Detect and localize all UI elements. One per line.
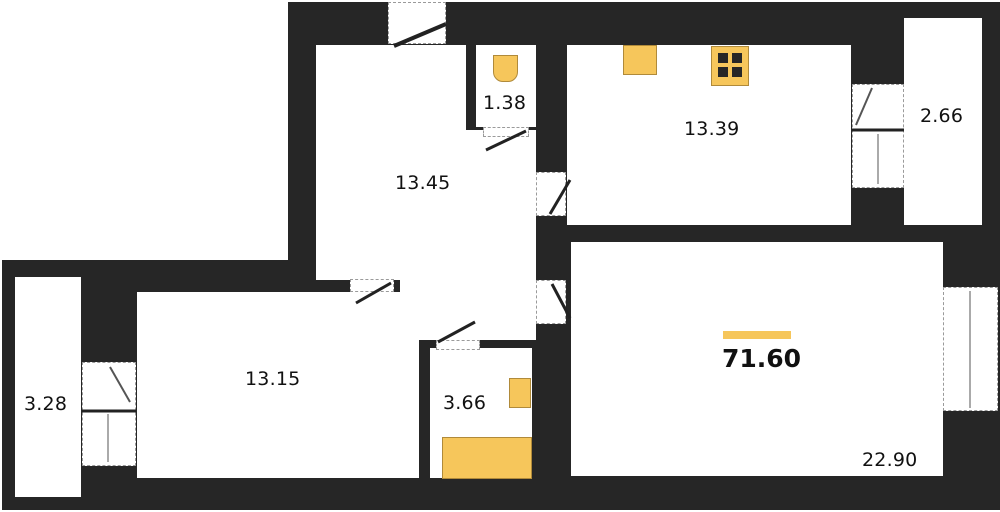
room-loggia-right: [904, 18, 982, 225]
living-area-label: 22.90: [862, 449, 918, 471]
room-balcony-left: [15, 277, 81, 497]
toilet-area-label: 1.38: [483, 92, 527, 114]
balcony-left-area-label: 3.28: [24, 393, 68, 415]
sink-icon: [623, 45, 657, 75]
toilet-icon: [493, 55, 518, 82]
stove-icon: [711, 46, 749, 86]
room-hallway-corridor-b: [400, 280, 536, 340]
room-living: [571, 242, 943, 476]
room-bedroom: [137, 292, 419, 478]
loggia-right-area-label: 2.66: [920, 105, 964, 127]
bedroom-balcony-door[interactable]: [82, 362, 136, 466]
bathroom-area-label: 3.66: [443, 392, 487, 414]
bathtub-icon: [442, 437, 532, 479]
room-kitchen: [567, 45, 851, 225]
toilet-door-opening[interactable]: [483, 127, 529, 137]
bedroom-area-label: 13.15: [245, 368, 301, 390]
hallway-area-label: 13.45: [395, 172, 451, 194]
kitchen-area-label: 13.39: [684, 118, 740, 140]
washbasin-icon: [509, 378, 531, 408]
total-area-value: 71.60: [722, 344, 802, 373]
total-area-accent-bar: [723, 331, 791, 339]
bathroom-door-opening[interactable]: [436, 340, 480, 350]
